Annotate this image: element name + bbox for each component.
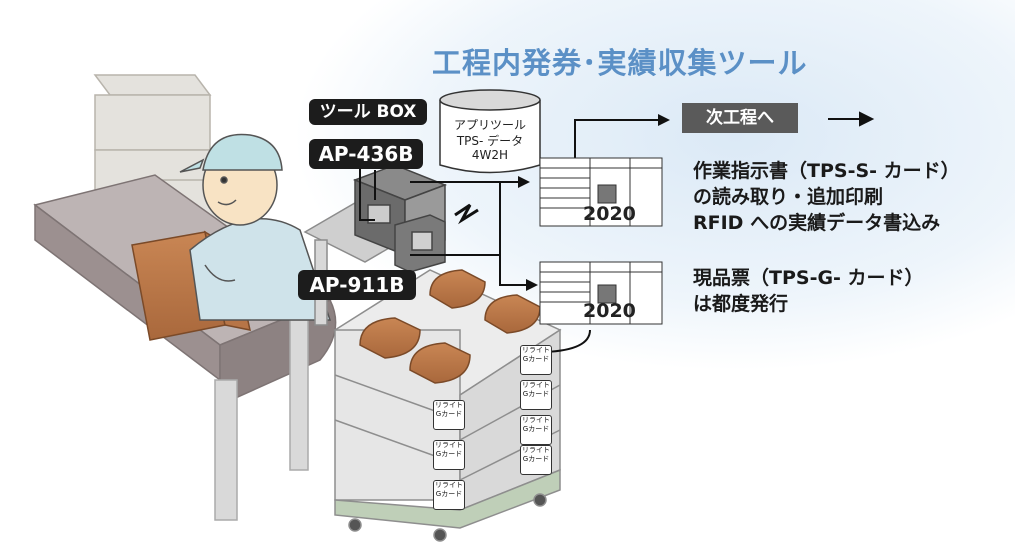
crate-tag: リライトGカード	[433, 480, 465, 510]
database-line-2: TPS- データ	[456, 134, 524, 148]
work-instruction-card	[539, 157, 663, 227]
crate-tag: リライトGカード	[433, 400, 465, 430]
current-item-line-2: は都度発行	[693, 293, 789, 315]
tool-box-label: ツール BOX	[309, 99, 427, 125]
crate-tag: リライトGカード	[520, 345, 552, 375]
current-item-card	[539, 261, 663, 325]
database-line-3: 4W2H	[471, 148, 509, 162]
crate-tag: リライトGカード	[520, 380, 552, 410]
connector-lines	[359, 119, 660, 353]
work-instruction-line-2: の読み取り・追加印刷	[693, 186, 884, 208]
worker	[179, 133, 332, 321]
work-instruction-line-3: RFID への実績データ書込み	[693, 212, 941, 234]
printer-ap911b	[394, 214, 446, 273]
wireless-icon	[454, 203, 479, 225]
ap911b-label: AP-911B	[298, 270, 416, 300]
goods	[359, 269, 541, 384]
crate-tag: リライトGカード	[433, 440, 465, 470]
crate-tag: リライトGカード	[520, 415, 552, 445]
database-line-1: アプリツール	[453, 118, 526, 132]
work-card-year: 2020	[583, 203, 636, 225]
ap436b-label: AP-436B	[309, 139, 423, 169]
crate-tag: リライトGカード	[520, 445, 552, 475]
next-process-label: 次工程へ	[682, 103, 798, 133]
work-instruction-line-1: 作業指示書（TPS-S- カード）	[693, 160, 960, 182]
database-icon	[439, 89, 541, 174]
next-arrow	[828, 111, 875, 127]
item-card-year: 2020	[583, 300, 636, 322]
current-item-line-1: 現品票（TPS-G- カード）	[693, 267, 924, 289]
page-title: 工程内発券･実績収集ツール	[432, 46, 808, 80]
